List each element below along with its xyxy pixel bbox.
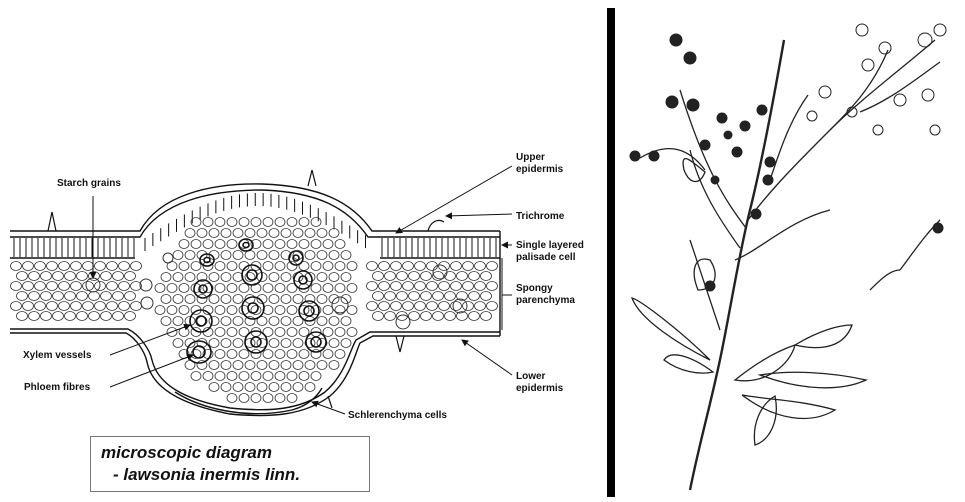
label-sclerenchyma: Schlerenchyma cells [348, 410, 447, 421]
panel-divider [607, 8, 615, 497]
label-palisade-2: palisade cell [516, 252, 576, 263]
caption-line-1: microscopic diagram [101, 443, 272, 463]
label-starch-grains: Starch grains [57, 178, 121, 189]
label-spongy-1: Spongy [516, 283, 553, 294]
label-lower-epidermis-2: epidermis [516, 383, 564, 394]
label-lower-epidermis-1: Lower [516, 371, 546, 382]
plant-blossoms [807, 24, 946, 135]
caption-box: microscopic diagram - lawsonia inermis l… [90, 436, 370, 492]
label-palisade-1: Single layered [516, 240, 584, 251]
label-upper-epidermis-1: Upper [516, 152, 545, 163]
label-xylem: Xylem vessels [23, 350, 92, 361]
plant-illustration [632, 40, 940, 490]
label-upper-epidermis-2: epidermis [516, 164, 564, 175]
caption-line-2: - lawsonia inermis linn. [113, 465, 300, 485]
label-phloem: Phloem fibres [24, 382, 91, 393]
palisade-cells [14, 193, 496, 257]
label-spongy-2: parenchyma [516, 295, 575, 306]
label-trichome: Trichrome [516, 211, 565, 222]
